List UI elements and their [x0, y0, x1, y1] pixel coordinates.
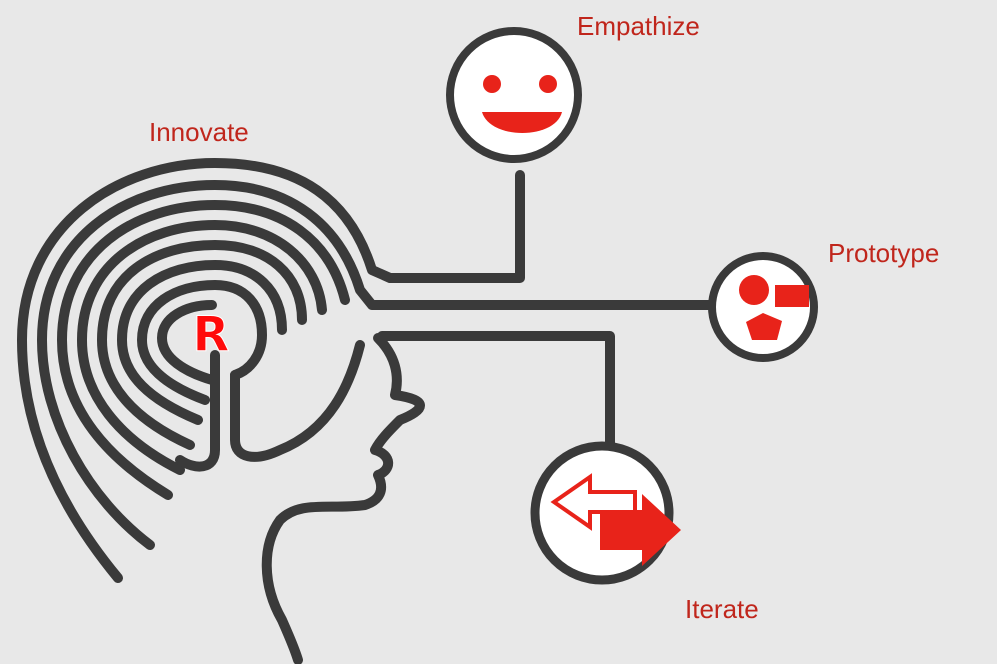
connectors	[377, 331, 615, 455]
prototype-node	[708, 252, 818, 362]
empathize-label: Empathize	[577, 11, 700, 41]
shapes-icon	[739, 275, 809, 340]
innovate-label: Innovate	[149, 117, 249, 147]
center-letter: R	[193, 307, 230, 363]
smiley-face-icon	[482, 75, 562, 133]
iterate-node	[530, 441, 681, 585]
prototype-label: Prototype	[828, 238, 940, 268]
empathize-node	[446, 27, 582, 163]
iterate-label: Iterate	[685, 594, 759, 624]
arrows-icon	[550, 473, 681, 566]
head-maze	[17, 158, 720, 664]
